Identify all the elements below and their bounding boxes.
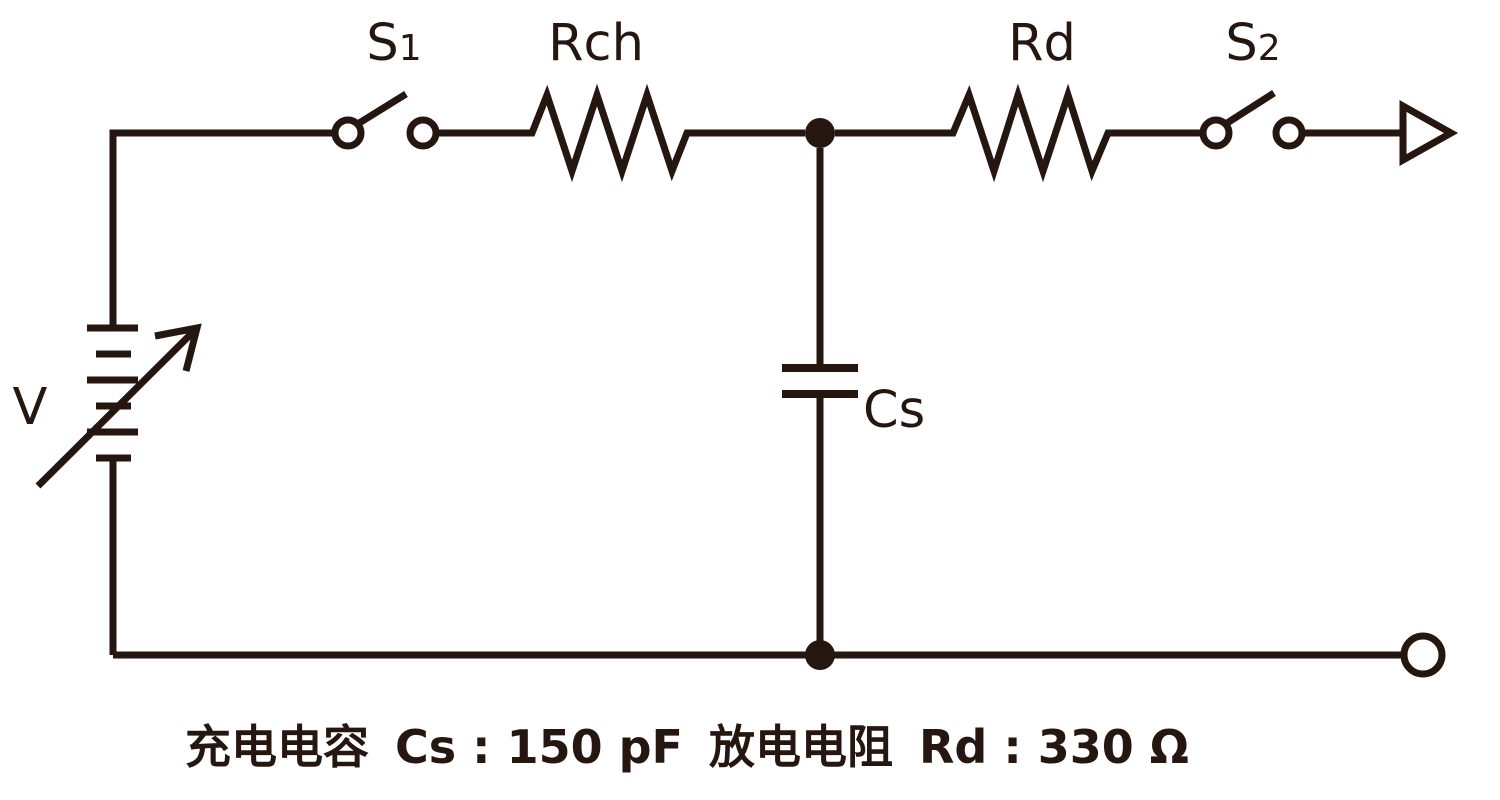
resistor-rd-label: Rd (982, 18, 1102, 69)
switch-s1-symbol (331, 91, 440, 150)
s1-lever (354, 91, 408, 128)
s2-subscript-text: 2 (1257, 28, 1281, 69)
s1-contact-right (406, 116, 440, 150)
s1-contact-left (331, 116, 365, 150)
capacitor-cs-label: Cs (863, 385, 925, 436)
caption-discharge-res-name: 放电电阻 (708, 720, 893, 774)
resistor-rch-symbol (436, 83, 805, 183)
junction-node-top (805, 118, 835, 148)
s1-subscript-text: 1 (398, 28, 422, 69)
s2-base-text: S (1225, 14, 1258, 73)
variable-arrow-icon (35, 323, 202, 489)
variable-arrow-shaft (35, 328, 197, 489)
resistor-rch-label: Rch (536, 18, 656, 69)
source-v-label: V (8, 382, 52, 433)
variable-arrow-head (154, 323, 202, 372)
s1-base-text: S (366, 14, 399, 73)
s2-contact-left (1199, 116, 1233, 150)
output-terminal-circle-icon (1400, 632, 1446, 678)
rd-text: Rd (1008, 14, 1076, 73)
circuit-ink-group (35, 83, 1459, 678)
cs-text: Cs (863, 381, 926, 440)
caption-discharge-res-value: Rd : 330 Ω (918, 720, 1189, 774)
switch-s1-label: S1 (353, 18, 435, 69)
output-probe-triangle-icon (1399, 100, 1459, 166)
rch-text: Rch (548, 14, 644, 73)
caption-charge-cap-value: Cs : 150 pF (395, 720, 683, 774)
junction-node-bottom (805, 640, 835, 670)
s2-lever (1222, 90, 1276, 128)
wire-source-to-s1 (109, 129, 335, 331)
capacitor-cs-symbol (782, 148, 858, 655)
s2-contact-right (1272, 116, 1306, 150)
switch-s2-label: S2 (1212, 18, 1294, 69)
source-v-text: V (12, 378, 48, 437)
switch-s2-symbol (1199, 90, 1306, 150)
caption: 充电电容 Cs : 150 pF 放电电阻 Rd : 330 Ω (185, 722, 1189, 773)
caption-charge-cap-name: 充电电容 (185, 720, 369, 774)
battery-symbol (35, 323, 202, 655)
resistor-rd-symbol (835, 83, 1203, 183)
